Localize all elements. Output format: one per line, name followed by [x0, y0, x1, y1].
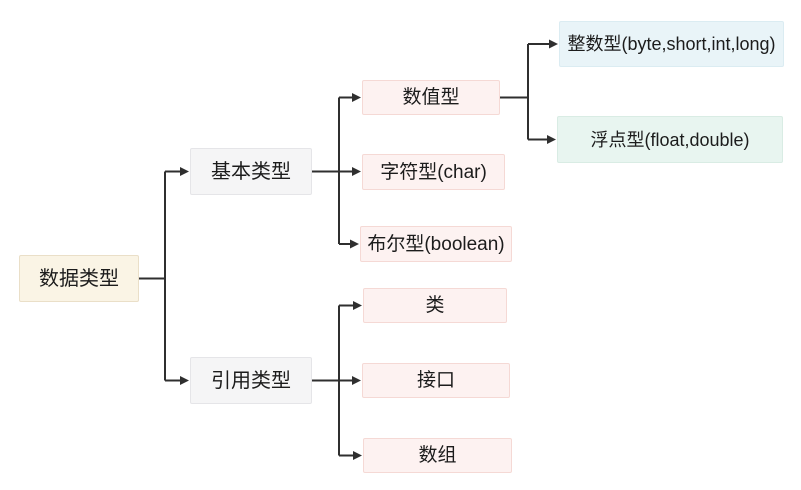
node-float-type: 浮点型(float,double) — [557, 116, 783, 163]
node-class-type: 类 — [363, 288, 507, 323]
node-array-type: 数组 — [363, 438, 512, 473]
node-numeric-type: 数值型 — [362, 80, 500, 115]
node-interface-type: 接口 — [362, 363, 510, 398]
node-basic-type: 基本类型 — [190, 148, 312, 195]
node-reference-type: 引用类型 — [190, 357, 312, 404]
node-boolean-type: 布尔型(boolean) — [360, 226, 512, 262]
node-data-type: 数据类型 — [19, 255, 139, 302]
node-integer-type: 整数型(byte,short,int,long) — [559, 21, 784, 67]
node-char-type: 字符型(char) — [362, 154, 505, 190]
